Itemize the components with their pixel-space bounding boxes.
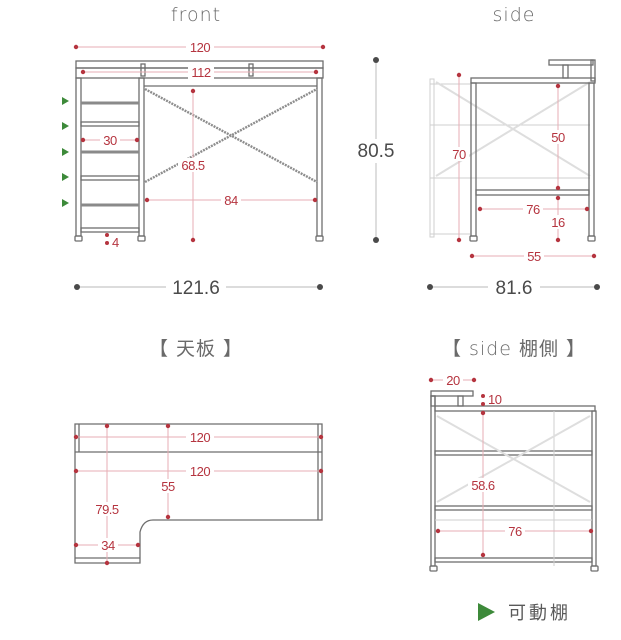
overall-height: 80.5 bbox=[356, 57, 398, 243]
side-desktop bbox=[470, 77, 596, 84]
side-dim-height: 70 bbox=[452, 147, 466, 162]
movable-marker-icon bbox=[62, 199, 69, 207]
top-board-dim-depth-main: 55 bbox=[161, 479, 175, 494]
side-dim-clearance: 50 bbox=[551, 130, 565, 145]
side-shelf-dim-depth: 76 bbox=[508, 524, 522, 539]
front-dim-ladder-width: 30 bbox=[103, 133, 117, 148]
side-dim-depth-inner: 76 bbox=[526, 202, 540, 217]
front-dim-top-width: 120 bbox=[190, 40, 210, 55]
side-leg-back bbox=[588, 82, 595, 237]
top-board-view: 【 天板 】 120 120 79.5 55 34 bbox=[73, 338, 324, 566]
side-shelf-title: 【 side 棚側 】 bbox=[442, 338, 586, 360]
top-board-dim-back-width: 120 bbox=[190, 430, 210, 445]
front-leg-left bbox=[75, 77, 82, 237]
movable-marker-icon bbox=[62, 97, 69, 105]
front-dim-foot-gap: 4 bbox=[112, 235, 119, 250]
side-shelf-dim-height: 58.6 bbox=[471, 478, 495, 493]
side-shelf-dim-top-lip: 20 bbox=[446, 373, 460, 388]
top-board-dim-depth-total: 79.5 bbox=[95, 502, 119, 517]
front-title: front bbox=[171, 4, 221, 26]
top-board-dim-front-width: 120 bbox=[190, 464, 210, 479]
overall-height-value: 80.5 bbox=[358, 141, 395, 162]
legend-label: 可動棚 bbox=[508, 603, 571, 624]
green-triangle-icon bbox=[478, 603, 495, 621]
front-overall-width: 121.6 bbox=[172, 278, 220, 299]
side-dim-base-depth: 55 bbox=[527, 249, 541, 264]
front-view: front 120 bbox=[62, 4, 326, 299]
side-dim-shelf-gap: 16 bbox=[551, 215, 565, 230]
top-board-title: 【 天板 】 bbox=[149, 338, 243, 360]
front-leg-right bbox=[316, 77, 323, 237]
top-board-dim-return-width: 34 bbox=[101, 538, 115, 553]
legend: 可動棚 bbox=[478, 603, 571, 624]
front-leg-mid bbox=[138, 77, 145, 237]
side-title: side bbox=[493, 4, 536, 26]
front-dim-under-height: 68.5 bbox=[181, 158, 205, 173]
front-dim-under-width: 84 bbox=[224, 193, 238, 208]
side-view: side 70 50 76 bbox=[427, 4, 600, 299]
movable-marker-icon bbox=[62, 122, 69, 130]
front-dim-inner-width: 112 bbox=[191, 65, 210, 80]
top-board-outline bbox=[74, 423, 323, 564]
side-overall-depth: 81.6 bbox=[496, 278, 533, 299]
side-bottom-rail bbox=[475, 189, 590, 196]
movable-marker-icon bbox=[62, 173, 69, 181]
side-shelf-dim-lip-gap: 10 bbox=[488, 392, 502, 407]
side-shelf-view: 【 side 棚側 】 20 10 58.6 bbox=[428, 338, 599, 572]
movable-marker-icon bbox=[62, 148, 69, 156]
cross-brace bbox=[144, 87, 318, 184]
